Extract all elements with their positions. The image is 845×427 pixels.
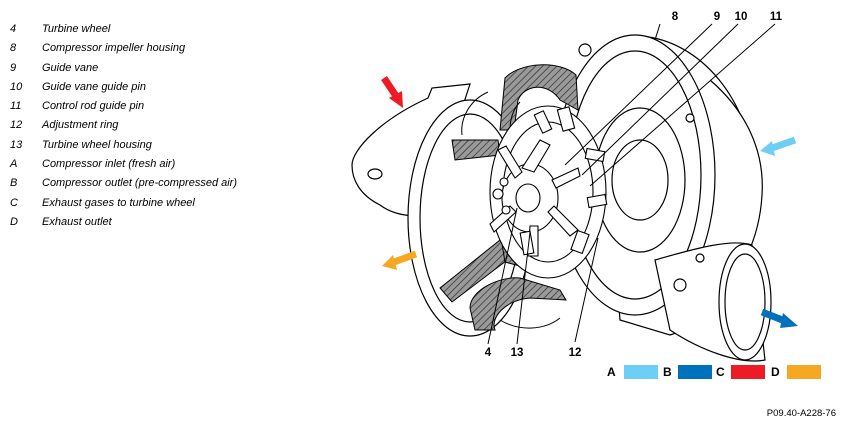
legend-key: 8 — [10, 42, 17, 55]
legend-text: Adjustment ring — [42, 119, 119, 132]
flow-key-letter: A — [607, 365, 616, 379]
callout-8: 8 — [672, 11, 679, 23]
flow-key-swatch — [624, 365, 658, 379]
legend-key: B — [10, 177, 18, 190]
flow-arrow-b — [760, 308, 798, 328]
flow-arrow-d — [382, 250, 418, 270]
flow-key-swatch — [678, 365, 712, 379]
legend-key: A — [10, 158, 18, 171]
legend-text: Exhaust outlet — [42, 215, 112, 228]
flow-key-letter: B — [663, 365, 672, 379]
legend-text: Compressor impeller housing — [42, 42, 186, 55]
callout-11: 11 — [770, 11, 783, 23]
legend-text: Turbine wheel housing — [42, 138, 152, 151]
flow-arrow-c — [381, 76, 403, 108]
callout-10: 10 — [735, 11, 748, 23]
legend-text: Control rod guide pin — [42, 100, 145, 113]
legend-key: D — [10, 215, 18, 228]
flow-key-swatch — [787, 365, 821, 379]
legend-text: Compressor inlet (fresh air) — [42, 158, 176, 171]
legend-key: 13 — [10, 138, 23, 151]
legend-text: Exhaust gases to turbine wheel — [42, 196, 195, 209]
legend-text: Turbine wheel — [42, 23, 111, 35]
legend-key: 9 — [10, 61, 17, 74]
flow-key-letter: D — [771, 365, 780, 379]
callout-13: 13 — [511, 347, 524, 359]
figure-reference: P09.40-A228-76 — [766, 408, 836, 419]
legend-key: 4 — [10, 23, 17, 35]
legend-key: 12 — [10, 119, 23, 132]
flow-key-swatch — [731, 365, 765, 379]
compressor-housing-drawing — [554, 34, 772, 362]
legend-key: C — [10, 196, 18, 209]
callout-4: 4 — [485, 347, 492, 359]
flow-arrow-a — [760, 136, 797, 156]
legend-text: Guide vane guide pin — [42, 80, 146, 93]
callout-9: 9 — [714, 11, 720, 23]
legend-key: 10 — [10, 80, 23, 93]
legend-key: 11 — [10, 100, 22, 113]
legend-text: Compressor outlet (pre-compressed air) — [42, 177, 238, 190]
callout-12: 12 — [569, 347, 582, 359]
legend-text: Guide vane — [42, 61, 99, 74]
flow-key-letter: C — [716, 365, 725, 379]
leader-lines — [487, 23, 776, 345]
turbine-wheel-drawing — [489, 105, 608, 279]
